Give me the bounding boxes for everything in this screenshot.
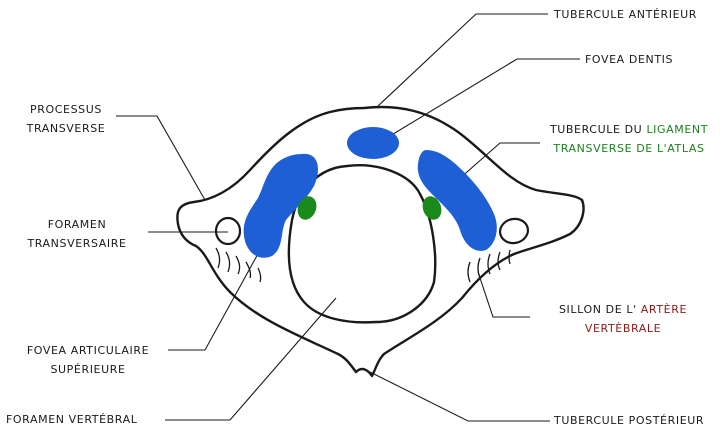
leader-lines (116, 14, 580, 421)
label-fovea-articulaire: FOVEA ARTICULAIRE SUPÉRIEURE (8, 341, 168, 379)
fovea-dentis-shape (347, 127, 399, 159)
label-tubercule-ligament-line2: TRANSVERSE DE L'ATLAS (536, 139, 722, 158)
label-fovea-art-line2: SUPÉRIEURE (8, 360, 168, 379)
label-foramen-tr-line1: FORAMEN (6, 215, 148, 234)
label-fovea-dentis: FOVEA DENTIS (585, 50, 673, 69)
label-tubercule-posterieur: TUBERCULE POSTÉRIEUR (554, 411, 704, 430)
label-sillon-line2: VERTÈBRALE (530, 319, 716, 338)
label-ligament-word: LIGAMENT (646, 123, 708, 136)
label-processus-line1: PROCESSUS (16, 100, 116, 119)
leader-foramen-vertebral (165, 298, 336, 420)
label-tubercule-du: TUBERCULE DU (550, 123, 647, 136)
label-artere-word: ARTÈRE (641, 303, 687, 316)
label-sillon-line1: SILLON DE L' ARTÈRE (530, 300, 716, 319)
leader-sillon-artere (478, 272, 530, 317)
leader-processus-transverse (116, 116, 205, 200)
label-sillon-artere: SILLON DE L' ARTÈRE VERTÈBRALE (530, 300, 716, 338)
label-foramen-transversaire: FORAMEN TRANSVERSAIRE (6, 215, 148, 253)
label-foramen-tr-line2: TRANSVERSAIRE (6, 234, 148, 253)
label-foramen-vertebral: FORAMEN VERTÉBRAL (6, 410, 137, 429)
foramen-transversaire-left (216, 218, 240, 244)
label-tubercule-anterieur: TUBERCULE ANTÉRIEUR (554, 5, 697, 24)
label-fovea-art-line1: FOVEA ARTICULAIRE (8, 341, 168, 360)
label-tubercule-ligament-line1: TUBERCULE DU LIGAMENT (536, 120, 722, 139)
label-sillon-de-l: SILLON DE L' (559, 303, 641, 316)
leader-tubercule-posterieur (370, 372, 550, 421)
sillon-hatching-right (468, 250, 510, 282)
label-processus-transverse: PROCESSUS TRANSVERSE (16, 100, 116, 138)
foramen-transversaire-right (498, 216, 530, 245)
label-tubercule-ligament: TUBERCULE DU LIGAMENT TRANSVERSE DE L'AT… (536, 120, 722, 158)
label-processus-line2: TRANSVERSE (16, 119, 116, 138)
